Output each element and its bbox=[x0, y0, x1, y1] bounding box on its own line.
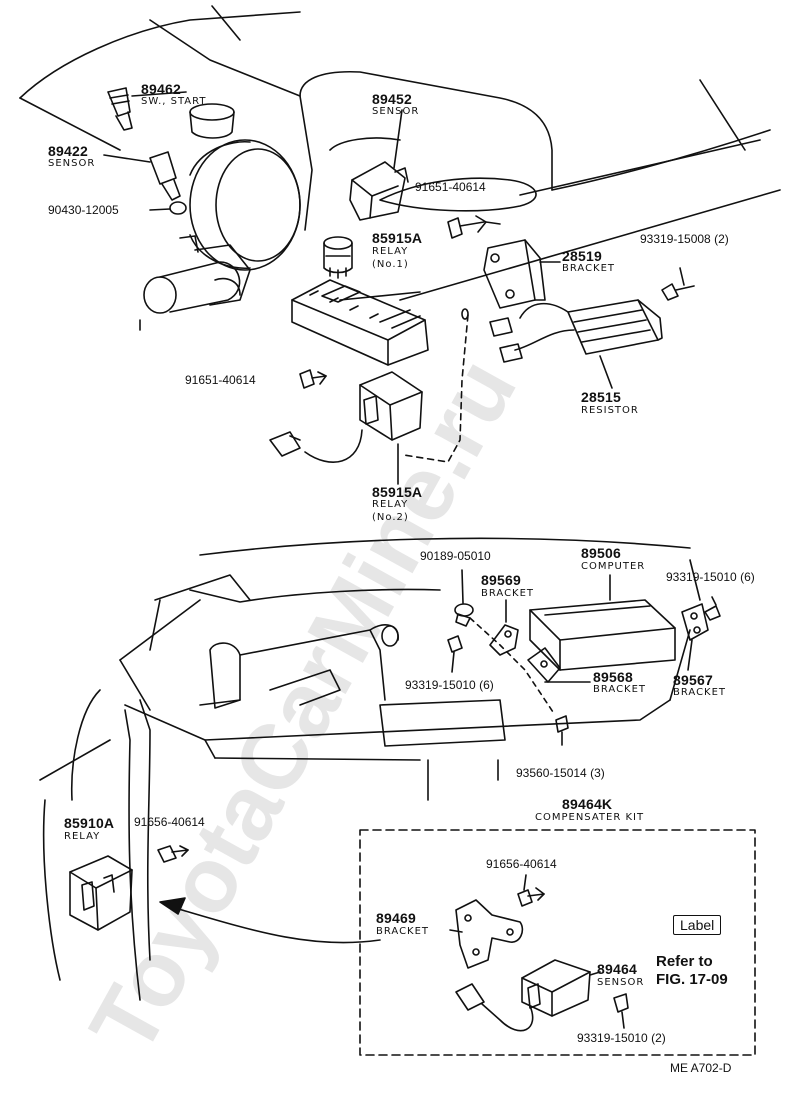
door-pillar bbox=[39, 574, 251, 981]
dashed-lead-line-2 bbox=[469, 617, 556, 716]
label-85910a-desc: RELAY bbox=[64, 831, 101, 842]
label-90189-number: 90189-05010 bbox=[420, 549, 491, 563]
bracket-89569 bbox=[489, 599, 519, 656]
compensater-kit-box bbox=[359, 829, 756, 1056]
label-89452-desc: SENSOR bbox=[372, 106, 420, 117]
bracket-89568 bbox=[527, 647, 591, 683]
label-89452-number: 89452 bbox=[372, 91, 412, 107]
dashboard-outline bbox=[70, 537, 701, 1001]
refer-to-text: Refer to bbox=[656, 953, 713, 970]
bracket-28519 bbox=[483, 239, 561, 309]
label-28515-desc: RESISTOR bbox=[581, 405, 639, 416]
label-93319-15010-right-number: 93319-15010 (6) bbox=[666, 570, 755, 584]
label-89464-desc: SENSOR bbox=[597, 977, 645, 988]
label-89422-number: 89422 bbox=[48, 143, 88, 159]
label-93319-15010-left-number: 93319-15010 (6) bbox=[405, 678, 494, 692]
bolt-91651-upper bbox=[447, 215, 501, 239]
engine-body-outline bbox=[19, 5, 781, 301]
label-89462-desc: SW., START bbox=[141, 96, 207, 107]
bolt-93319-left bbox=[447, 635, 463, 673]
diagram-code: ME A702-D bbox=[670, 1061, 732, 1075]
label-91651-upper-number: 91651-40614 bbox=[415, 180, 486, 194]
label-89567-number: 89567 bbox=[673, 672, 713, 688]
label-93319-15008-number: 93319-15008 (2) bbox=[640, 232, 729, 246]
label-89462-number: 89462 bbox=[141, 81, 181, 97]
label-89569-number: 89569 bbox=[481, 572, 521, 588]
label-85915a-no1-number: 85915A bbox=[372, 230, 423, 246]
label-85915a-no2-desc: RELAY bbox=[372, 499, 409, 510]
relay-no1-part bbox=[323, 236, 353, 279]
label-93319-15010-kit-number: 93319-15010 (2) bbox=[577, 1031, 666, 1045]
bolt-91656-left bbox=[157, 845, 189, 863]
coolant-sensor-part bbox=[103, 151, 181, 201]
resistor-28515 bbox=[489, 299, 663, 389]
label-89469-desc: BRACKET bbox=[376, 926, 430, 937]
clip-90189 bbox=[454, 569, 474, 627]
screw-93560 bbox=[555, 715, 569, 746]
label-85910a-number: 85910A bbox=[64, 815, 115, 831]
bolt-91656-kit bbox=[517, 874, 545, 907]
label-89464-number: 89464 bbox=[597, 961, 637, 977]
label-85915a-no2-number: 85915A bbox=[372, 484, 423, 500]
label-28519-desc: BRACKET bbox=[562, 263, 616, 274]
label-callout-box: Label bbox=[673, 915, 722, 935]
relay-85910a-part bbox=[69, 855, 133, 931]
label-85915a-no1-desc2: (No.1) bbox=[372, 259, 409, 270]
label-89506-desc: COMPUTER bbox=[581, 561, 646, 572]
label-91656-kit-number: 91656-40614 bbox=[486, 857, 557, 871]
bolt-91651-lower bbox=[299, 369, 327, 389]
connector-point bbox=[461, 308, 469, 320]
bracket-89567 bbox=[681, 596, 721, 671]
label-90430-number: 90430-12005 bbox=[48, 203, 119, 217]
throttle-body bbox=[139, 235, 251, 331]
start-switch-part bbox=[107, 87, 187, 131]
fuse-box bbox=[291, 279, 429, 366]
relay-no2-part bbox=[269, 371, 423, 485]
bracket-89469 bbox=[449, 899, 524, 969]
label-28515-number: 28515 bbox=[581, 389, 621, 405]
label-89568-number: 89568 bbox=[593, 669, 633, 685]
label-89422-desc: SENSOR bbox=[48, 158, 96, 169]
label-89469-number: 89469 bbox=[376, 910, 416, 926]
bolt-93319-kit bbox=[613, 993, 629, 1029]
label-91651-lower-number: 91651-40614 bbox=[185, 373, 256, 387]
gasket-part bbox=[149, 201, 187, 215]
arrow-to-relay bbox=[159, 897, 381, 944]
oil-filler-cap bbox=[189, 103, 235, 139]
label-89506-number: 89506 bbox=[581, 545, 621, 561]
label-85915a-no1-desc: RELAY bbox=[372, 246, 409, 257]
fender-sensor-part bbox=[349, 109, 409, 221]
dashed-lead-line bbox=[403, 314, 469, 463]
computer-89506 bbox=[529, 574, 676, 671]
label-28519-number: 28519 bbox=[562, 248, 602, 264]
figure-reference: FIG. 17-09 bbox=[656, 971, 728, 988]
sensor-89464-part bbox=[455, 959, 601, 1032]
bolt-93319-upper bbox=[661, 267, 695, 301]
label-89568-desc: BRACKET bbox=[593, 684, 647, 695]
air-cleaner-housing bbox=[189, 139, 301, 271]
label-89464k-number: 89464K bbox=[562, 796, 613, 812]
label-89569-desc: BRACKET bbox=[481, 588, 535, 599]
label-91656-left-number: 91656-40614 bbox=[134, 815, 205, 829]
label-89567-desc: BRACKET bbox=[673, 687, 727, 698]
label-85915a-no2-desc2: (No.2) bbox=[372, 512, 409, 523]
label-93560-number: 93560-15014 (3) bbox=[516, 766, 605, 780]
label-89464k-desc: COMPENSATER KIT bbox=[535, 812, 645, 823]
